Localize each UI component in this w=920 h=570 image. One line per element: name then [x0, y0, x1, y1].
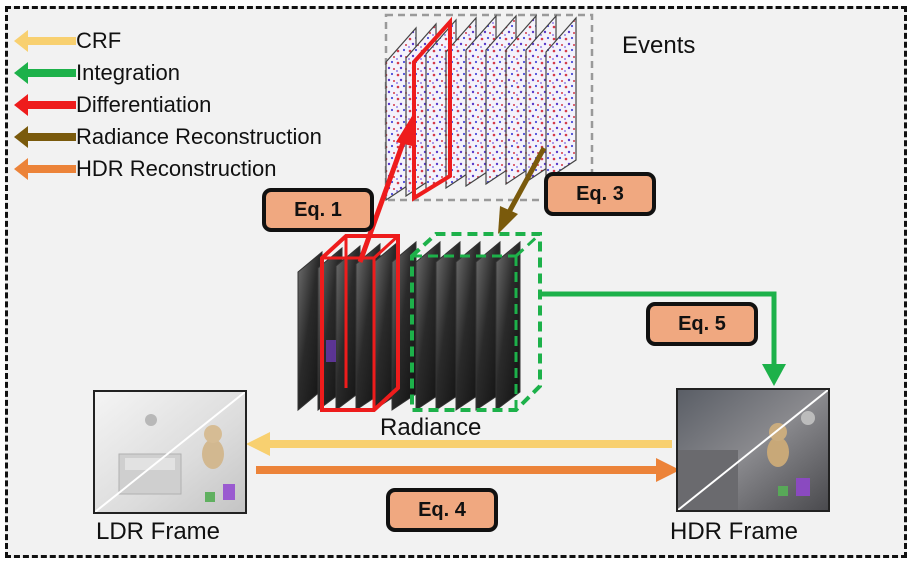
legend-label-crf: CRF: [76, 28, 122, 53]
legend-item-radiance-reconstruction: Radiance Reconstruction: [14, 122, 394, 152]
equation-3-box: Eq. 3: [544, 172, 656, 216]
hdr-frame-label: HDR Frame: [670, 518, 799, 545]
differentiation-arrow: [357, 116, 412, 263]
equation-4-box: Eq. 4: [386, 488, 498, 532]
legend-label-integration: Integration: [76, 60, 180, 85]
radiance-reconstruction-arrow: [498, 146, 547, 234]
radiance-window-highlight: [410, 232, 542, 412]
crf-arrow: [246, 432, 672, 456]
equation-1-box: Eq. 1: [262, 188, 374, 232]
event-frames-stack: [384, 13, 594, 202]
integration-arrow-icon: [14, 62, 76, 84]
event-frame-highlight: [412, 16, 452, 202]
legend-item-differentiation: Differentiation: [14, 90, 394, 120]
events-label: Events: [622, 32, 696, 59]
legend-item-integration: Integration: [14, 58, 394, 88]
ldr-frame-label: LDR Frame: [96, 518, 221, 545]
differentiation-arrow-icon: [14, 94, 76, 116]
legend-item-hdr-reconstruction: HDR Reconstruction: [14, 154, 394, 184]
legend-item-crf: CRF: [14, 26, 394, 56]
hdr-reconstruction-arrow: [256, 458, 680, 482]
radiance-frames-stack: [297, 232, 542, 412]
crf-arrow-icon: [14, 30, 76, 52]
ldr-frame-image: [93, 390, 247, 514]
legend-label-radiance-reconstruction: Radiance Reconstruction: [76, 124, 322, 149]
hdr-frame-image: [676, 388, 830, 512]
radiance-label: Radiance: [380, 414, 482, 441]
legend-label-differentiation: Differentiation: [76, 92, 212, 117]
legend-label-hdr-reconstruction: HDR Reconstruction: [76, 156, 277, 181]
equation-5-box: Eq. 5: [646, 302, 758, 346]
hdr-reconstruction-arrow-icon: [14, 158, 76, 180]
integration-arrow: [540, 291, 786, 386]
radiance-reconstruction-arrow-icon: [14, 126, 76, 148]
